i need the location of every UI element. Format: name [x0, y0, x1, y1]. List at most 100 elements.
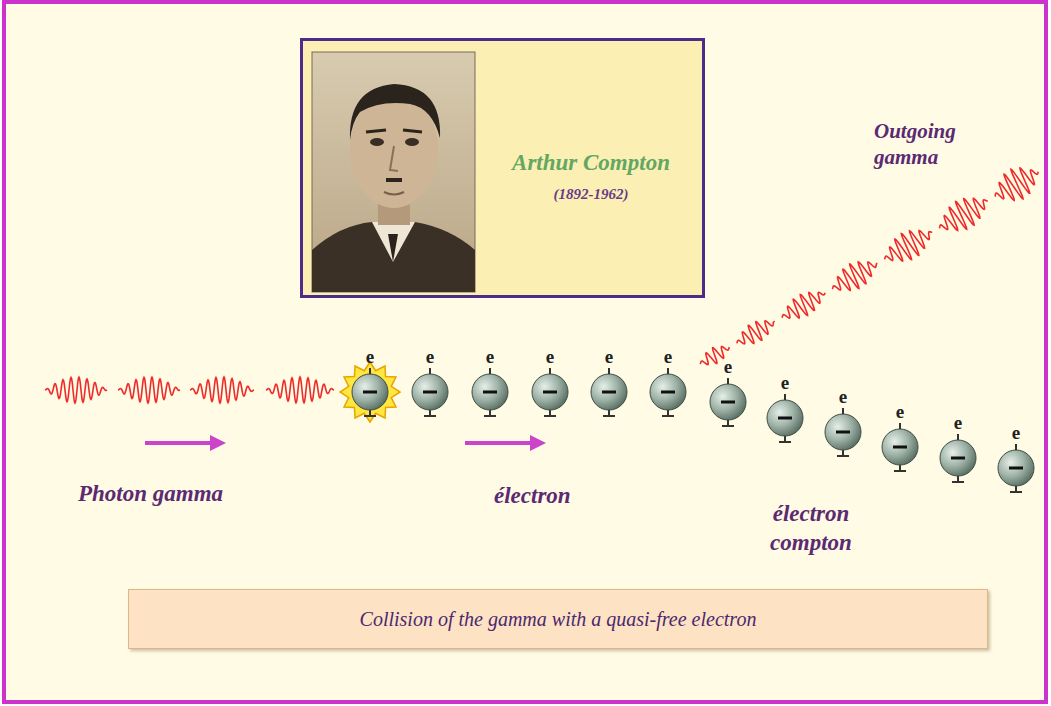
electron-sphere	[412, 374, 448, 410]
electron-top-stem	[727, 378, 729, 384]
portrait-box: Arthur Compton (1892-1962)	[300, 38, 705, 298]
minus-sign	[951, 457, 965, 460]
particle-label: électron compton	[752, 500, 870, 558]
electron-symbol: e	[366, 347, 374, 366]
electron-top-stem	[489, 368, 491, 374]
electron-symbol: e	[426, 347, 434, 366]
caption-text: Collision of the gamma with a quasi-free…	[360, 606, 757, 633]
portrait-caption: Arthur Compton (1892-1962)	[481, 147, 701, 204]
outgoing-photon-wave	[692, 158, 1046, 378]
electron-top-stem	[608, 368, 610, 374]
electron-foot	[722, 425, 734, 427]
minus-sign	[778, 417, 792, 420]
life-dates: (1892-1962)	[481, 184, 701, 204]
electron-foot	[1010, 491, 1022, 493]
electron-ball	[998, 444, 1034, 492]
electron-sphere	[591, 374, 627, 410]
electron-sphere	[710, 384, 746, 420]
electron-ball	[940, 434, 976, 482]
wave-packet	[190, 377, 254, 403]
electron-symbol: e	[546, 347, 554, 366]
electron-top-stem	[429, 368, 431, 374]
electron-balls	[352, 368, 1034, 492]
electron-ball	[412, 368, 448, 416]
electron-foot	[894, 470, 906, 472]
electron-top-stem	[957, 434, 959, 440]
caption-box: Collision of the gamma with a quasi-free…	[128, 589, 988, 649]
electron-ball	[591, 368, 627, 416]
electron-sphere	[940, 440, 976, 476]
wave-packet	[732, 313, 780, 352]
electron-sphere	[532, 374, 568, 410]
electron-ball	[710, 378, 746, 426]
incoming-photon-wave	[45, 377, 334, 403]
wave-packet	[266, 377, 334, 403]
electron-ball	[825, 408, 861, 456]
electron-symbol: e	[605, 347, 613, 366]
electron-top-stem	[369, 368, 371, 374]
minus-sign	[423, 391, 437, 394]
minus-sign	[483, 391, 497, 394]
person-name: Arthur Compton	[481, 147, 701, 178]
electron-ball	[352, 368, 388, 416]
wave-packet	[776, 283, 830, 327]
wave-packet	[45, 377, 107, 403]
electron-sphere	[882, 429, 918, 465]
minus-sign	[661, 391, 675, 394]
electron-sphere	[352, 374, 388, 410]
particle-label: électron	[494, 482, 614, 511]
electron-sphere	[767, 400, 803, 436]
electron-foot	[364, 415, 376, 417]
electron-top-stem	[549, 368, 551, 374]
minus-sign	[543, 391, 557, 394]
portrait-photo	[312, 52, 475, 292]
electron-sphere	[825, 414, 861, 450]
electron-symbol: e	[954, 413, 962, 432]
wave-packet	[826, 252, 884, 300]
electron-foot	[952, 481, 964, 483]
electron-symbol: e	[839, 387, 847, 406]
wave-packet	[877, 220, 938, 271]
wave-packet	[932, 188, 995, 241]
wave-packet	[987, 158, 1046, 210]
minus-sign	[721, 401, 735, 404]
electron-symbol: e	[781, 373, 789, 392]
electron-top-stem	[784, 394, 786, 400]
electron-foot	[424, 415, 436, 417]
wave-label: Outgoing gamma	[874, 118, 970, 171]
electron-ball	[532, 368, 568, 416]
electron-foot	[544, 415, 556, 417]
electron-top-stem	[842, 408, 844, 414]
electron-ball	[767, 394, 803, 442]
electron-foot	[779, 441, 791, 443]
electron-top-stem	[899, 423, 901, 429]
electron-symbol: e	[1012, 423, 1020, 442]
minus-sign	[1009, 467, 1023, 470]
collision-starburst	[340, 362, 400, 422]
electron-sphere	[472, 374, 508, 410]
electron-symbol: e	[724, 357, 732, 376]
electron-ball	[650, 368, 686, 416]
electron-foot	[484, 415, 496, 417]
electron-symbol: e	[664, 347, 672, 366]
wave-packet	[118, 377, 180, 403]
electron-foot	[662, 415, 674, 417]
electron-foot	[837, 455, 849, 457]
electron-top-stem	[1015, 444, 1017, 450]
electron-sphere	[650, 374, 686, 410]
electron-ball	[472, 368, 508, 416]
electron-foot	[603, 415, 615, 417]
electron-symbol: e	[486, 347, 494, 366]
minus-sign	[836, 431, 850, 434]
particle-label: Photon gamma	[78, 480, 318, 509]
minus-sign	[602, 391, 616, 394]
direction-arrows	[145, 435, 546, 451]
electron-sphere	[998, 450, 1034, 486]
minus-sign	[363, 391, 377, 394]
portrait-panel-fill	[302, 40, 703, 296]
minus-sign	[893, 446, 907, 449]
electron-top-stem	[667, 368, 669, 374]
electron-symbol: e	[896, 402, 904, 421]
